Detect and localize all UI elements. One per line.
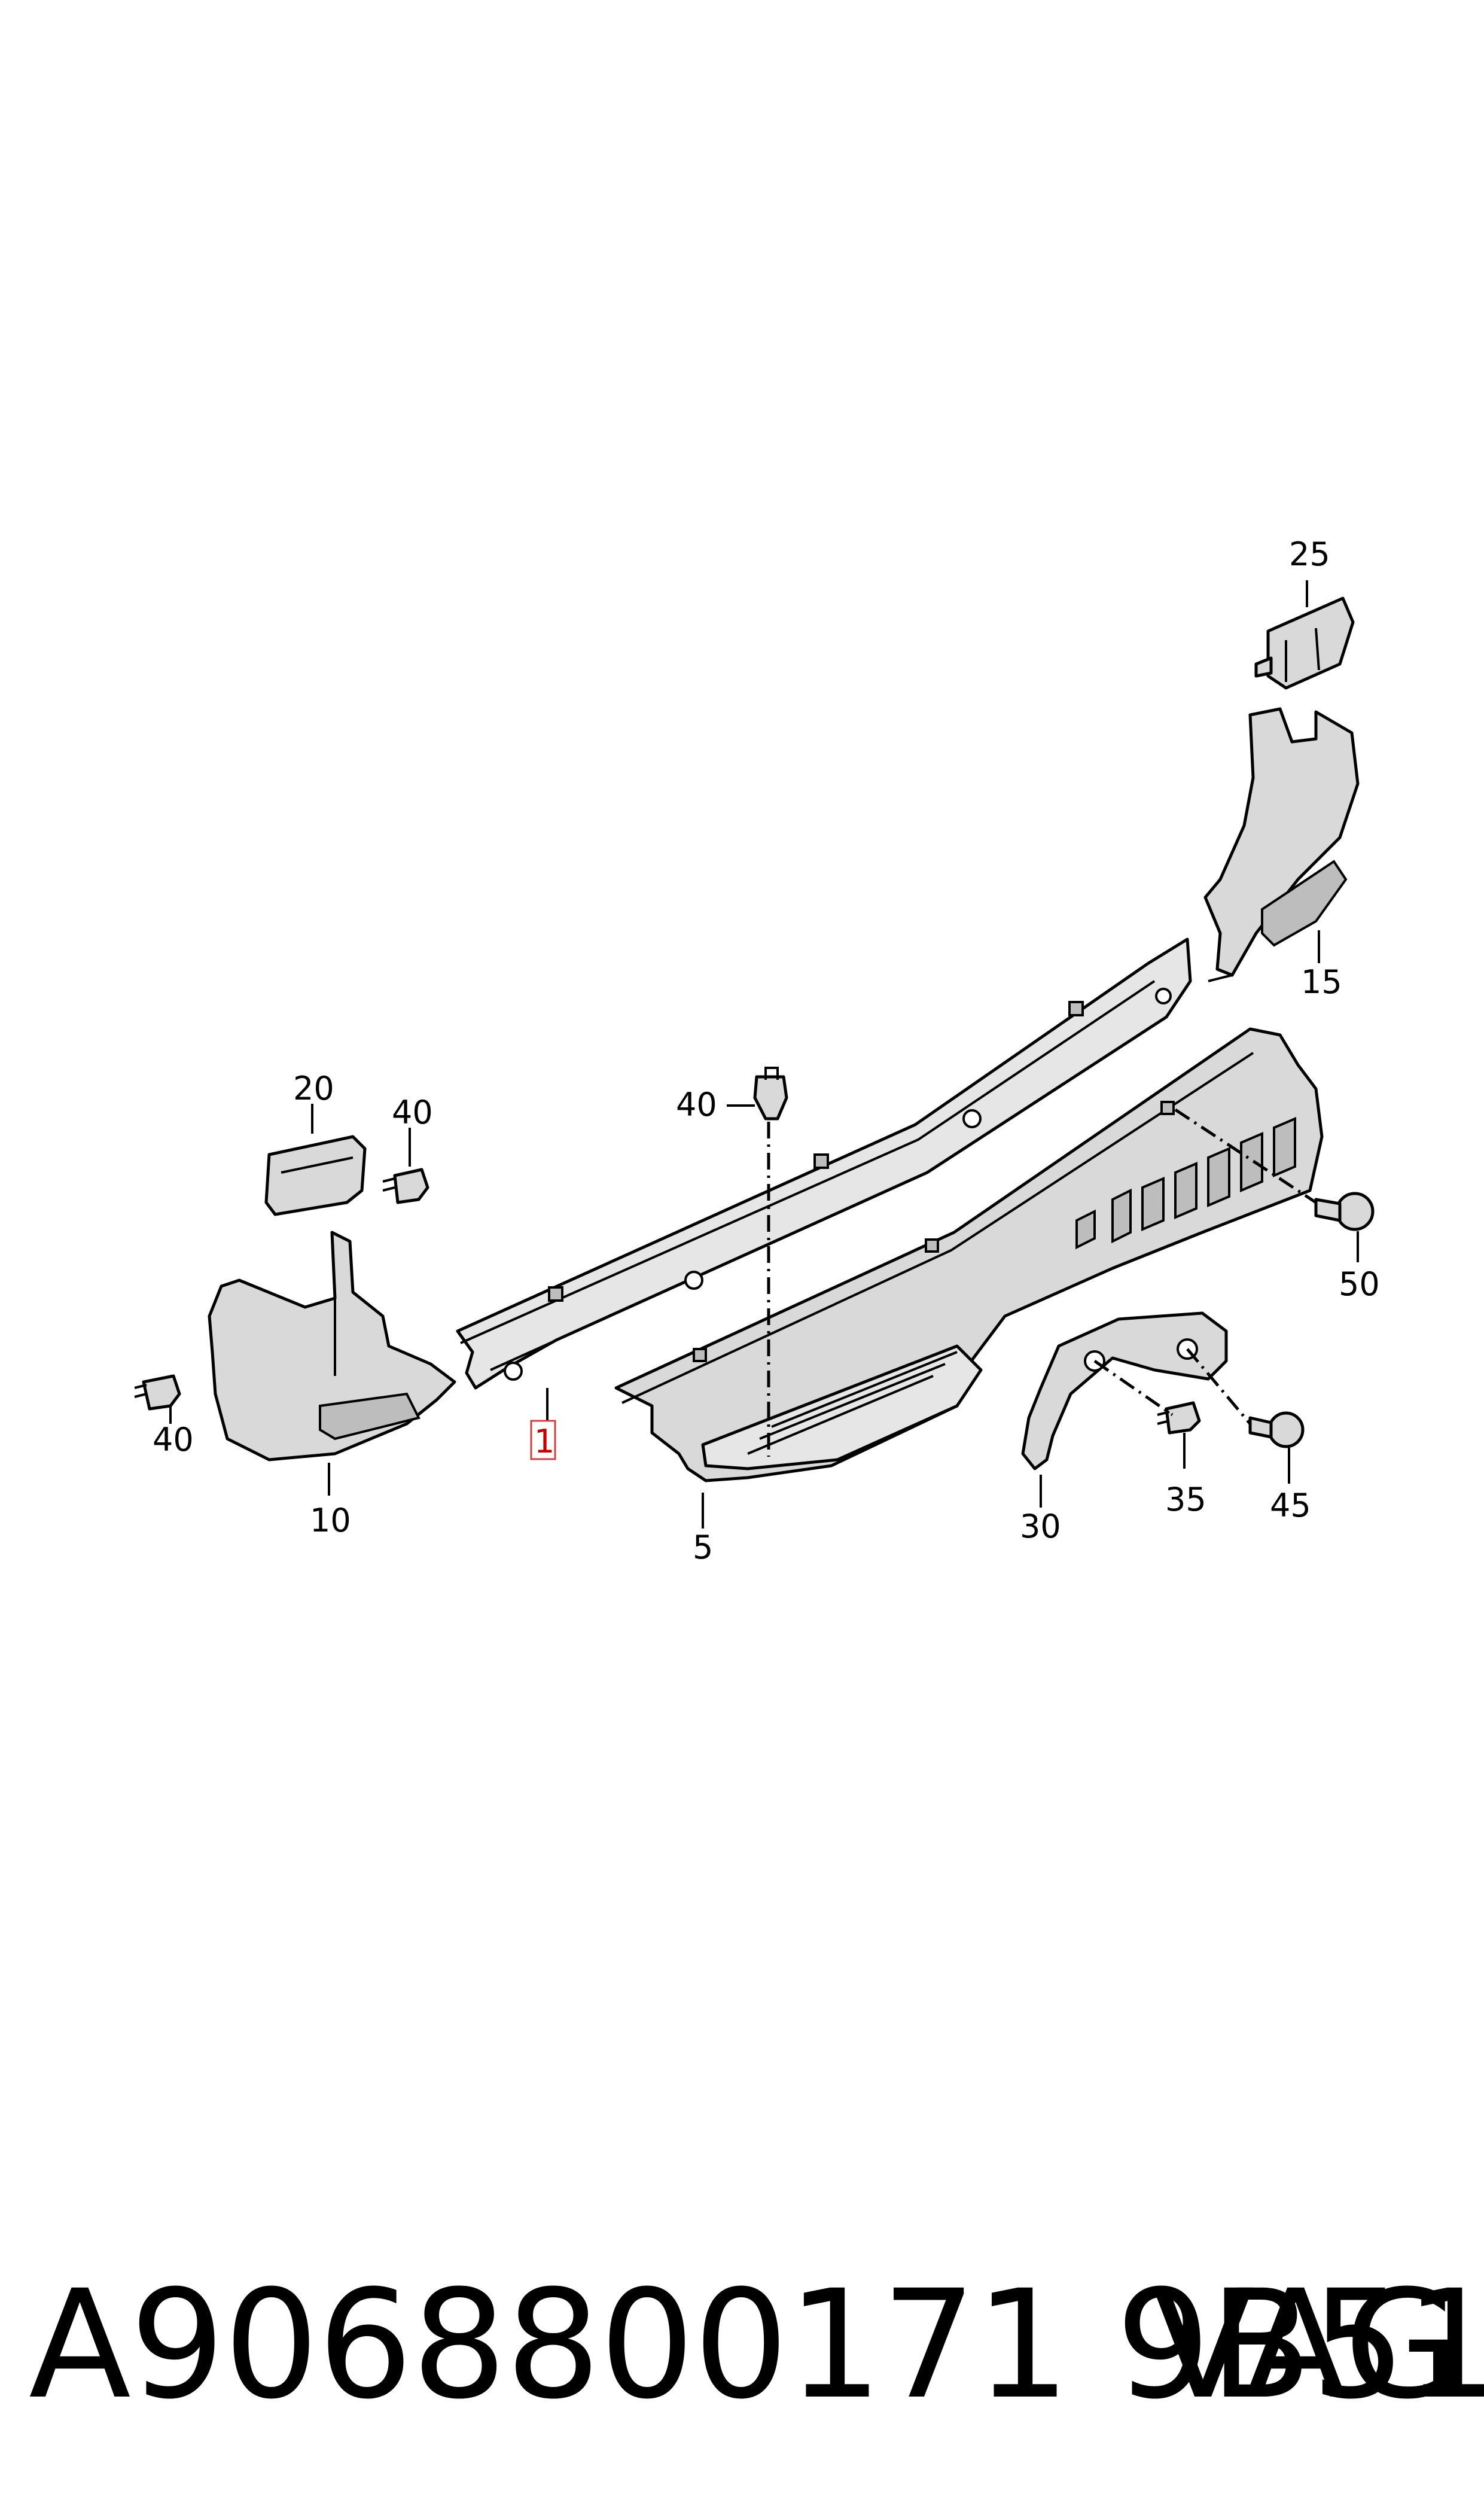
- part-number-text: A9068800171 9B51: [29, 2258, 1484, 2432]
- callout-40-center: 40: [676, 1086, 717, 1123]
- clip-40-center: [753, 1067, 788, 1121]
- axis-45: [1186, 1348, 1251, 1425]
- callout-20: 20: [293, 1070, 334, 1107]
- part-15-right-corner: [1203, 707, 1360, 982]
- callout-25: 25: [1289, 535, 1330, 573]
- callout-1-highlight: [530, 1420, 556, 1460]
- callout-50: 50: [1339, 1265, 1380, 1303]
- clip-40-mid-left: [382, 1168, 429, 1204]
- footer: A9068800171 9B51 VAG: [0, 2255, 1484, 2435]
- clip-35: [1157, 1401, 1201, 1435]
- part-1-bumper-beam: [456, 937, 1192, 1390]
- screw-50: [1314, 1192, 1375, 1231]
- callout-40-mid-left: 40: [392, 1094, 433, 1131]
- axis-35: [1093, 1359, 1174, 1417]
- part-10-left-corner: [208, 1231, 456, 1462]
- part-5-rear-step: [614, 1027, 1324, 1482]
- brand-text: VAG: [1151, 2258, 1460, 2432]
- part-25-bracket: [1254, 596, 1355, 690]
- screw-45: [1248, 1411, 1305, 1448]
- callout-30: 30: [1020, 1508, 1061, 1545]
- callout-10: 10: [310, 1502, 351, 1539]
- callout-35: 35: [1165, 1481, 1206, 1518]
- callout-5: 5: [693, 1529, 713, 1566]
- callout-15: 15: [1301, 963, 1342, 1001]
- axis-50: [1174, 1108, 1317, 1204]
- part-30-bracket: [1021, 1311, 1228, 1470]
- callout-1: 1: [534, 1423, 554, 1460]
- clip-40-left: [134, 1374, 181, 1411]
- part-20-left-bracket: [264, 1135, 367, 1216]
- callout-45: 45: [1270, 1487, 1311, 1524]
- callout-40-left: 40: [153, 1421, 194, 1459]
